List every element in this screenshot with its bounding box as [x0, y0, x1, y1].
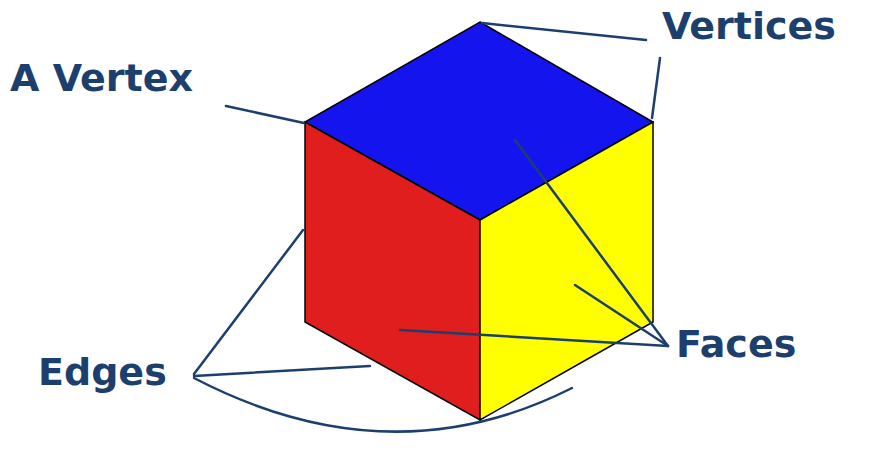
- part-label: Faces: [676, 322, 796, 368]
- leader-line: [482, 23, 646, 40]
- left-face: [305, 122, 480, 420]
- leader-line: [400, 330, 668, 346]
- part-label: Edges: [38, 350, 167, 396]
- part-label: A Vertex: [10, 56, 193, 102]
- part-label: Vertices: [662, 4, 836, 50]
- leader-line: [652, 58, 660, 118]
- leader-line: [194, 378, 572, 432]
- leader-line: [194, 366, 370, 376]
- leader-line: [575, 285, 668, 346]
- right-face: [480, 122, 653, 420]
- leader-line: [226, 106, 304, 123]
- leader-line: [194, 230, 303, 374]
- leader-line: [515, 140, 668, 346]
